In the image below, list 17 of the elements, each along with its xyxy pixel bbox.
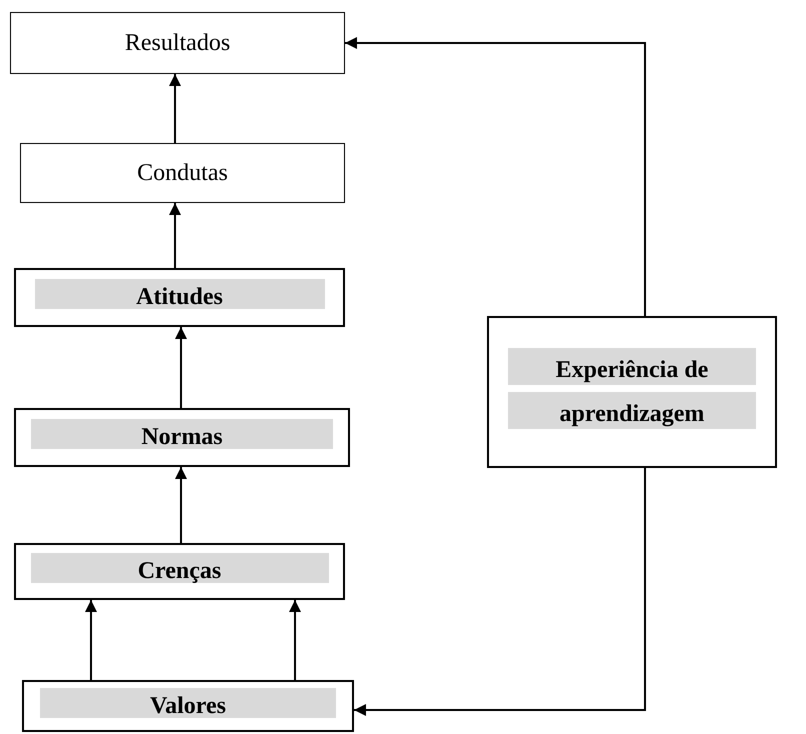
arrow <box>354 468 646 716</box>
arrow <box>345 37 646 316</box>
arrow <box>289 600 301 680</box>
process-box <box>10 12 345 74</box>
process-box <box>14 268 345 327</box>
process-box <box>487 316 777 468</box>
process-box <box>22 680 354 732</box>
box-label: Resultados <box>124 30 230 56</box>
arrow <box>169 203 181 268</box>
process-box <box>14 543 345 600</box>
box-label: Condutas <box>137 160 228 186</box>
process-box <box>14 408 350 467</box>
arrow <box>85 600 97 680</box>
arrow <box>169 74 181 143</box>
arrow <box>175 327 187 408</box>
arrow <box>175 467 187 543</box>
process-box <box>20 143 345 203</box>
